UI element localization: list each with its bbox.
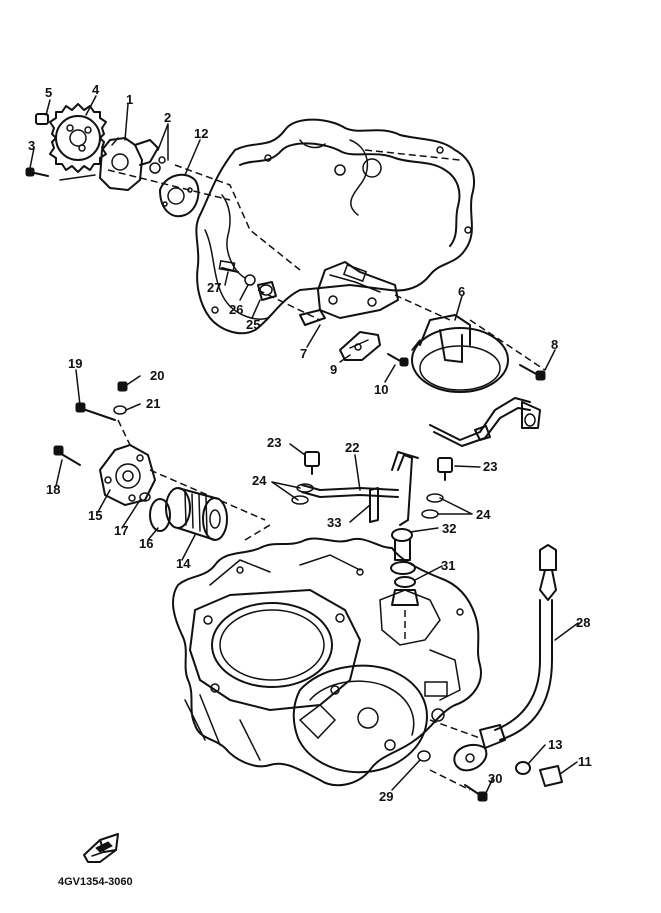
label-28: 28: [576, 615, 590, 630]
label-9: 9: [330, 362, 337, 377]
bolt-23a: [304, 451, 320, 475]
union-31: [390, 561, 419, 606]
o-ring-26: [244, 274, 256, 286]
bolt-30: [464, 784, 488, 802]
label-25: 25: [246, 317, 260, 332]
oil-pipe-upper: [429, 397, 541, 447]
bolt-8: [519, 364, 546, 381]
dowel-29: [417, 750, 431, 762]
label-20: 20: [150, 368, 164, 383]
o-ring-17: [139, 492, 151, 502]
bolt-20: [117, 381, 128, 392]
label-30: 30: [488, 771, 502, 786]
label-15: 15: [88, 508, 102, 523]
label-22: 22: [345, 440, 359, 455]
label-33: 33: [327, 515, 341, 530]
bolt-10: [387, 353, 409, 367]
crankcase: [172, 537, 482, 787]
label-29: 29: [379, 789, 393, 804]
filter-cover: [99, 444, 156, 506]
label-19: 19: [68, 356, 82, 371]
label-24a: 24: [252, 473, 267, 488]
leader-lines: [29, 95, 579, 796]
label-10: 10: [374, 382, 388, 397]
label-14: 14: [176, 556, 191, 571]
bolt-18: [53, 445, 81, 466]
label-26: 26: [229, 302, 243, 317]
washer-13: [515, 761, 531, 775]
label-13: 13: [548, 737, 562, 752]
oil-pump-nut: [35, 113, 49, 125]
part-labels: 5 4 1 2 12 3 27 26 25 6 7 9 8 10 19 20 2…: [28, 82, 592, 804]
label-2: 2: [164, 110, 171, 125]
label-8: 8: [551, 337, 558, 352]
label-16: 16: [139, 536, 153, 551]
label-27: 27: [207, 280, 221, 295]
oil-hose: [453, 544, 557, 772]
bracket-33: [369, 487, 379, 523]
label-23b: 23: [483, 459, 497, 474]
plug-11: [539, 765, 563, 787]
oil-pump-body: [99, 137, 166, 191]
label-23a: 23: [267, 435, 281, 450]
pipe-7: [299, 309, 326, 326]
label-24b: 24: [476, 507, 491, 522]
front-direction-arrow-icon: [83, 833, 119, 863]
drawing-code: 4GV1354-3060: [58, 876, 133, 888]
label-5: 5: [45, 85, 52, 100]
oil-pump-gear: [49, 103, 107, 173]
washer-21: [113, 405, 127, 415]
plug-25: [257, 281, 277, 301]
label-7: 7: [300, 346, 307, 361]
label-31: 31: [441, 558, 455, 573]
oil-pump-gasket: [159, 173, 200, 218]
label-12: 12: [194, 126, 208, 141]
label-3: 3: [28, 138, 35, 153]
label-4: 4: [92, 82, 100, 97]
bolt-19: [75, 402, 116, 421]
dowel-27: [218, 259, 239, 273]
label-6: 6: [458, 284, 465, 299]
label-18: 18: [46, 482, 60, 497]
strainer: [339, 331, 381, 361]
label-1: 1: [126, 92, 133, 107]
bolt-23b: [437, 457, 453, 481]
label-32: 32: [442, 521, 456, 536]
label-11: 11: [578, 754, 592, 769]
oil-pump-bolt: [25, 167, 49, 177]
o-ring-16: [149, 498, 171, 532]
label-17: 17: [114, 523, 128, 538]
oil-pipe-22: [301, 451, 419, 561]
strainer-cover: [411, 314, 509, 393]
label-21: 21: [146, 396, 160, 411]
crankcase-cover: [195, 118, 475, 335]
oil-filter-element: [165, 487, 228, 541]
